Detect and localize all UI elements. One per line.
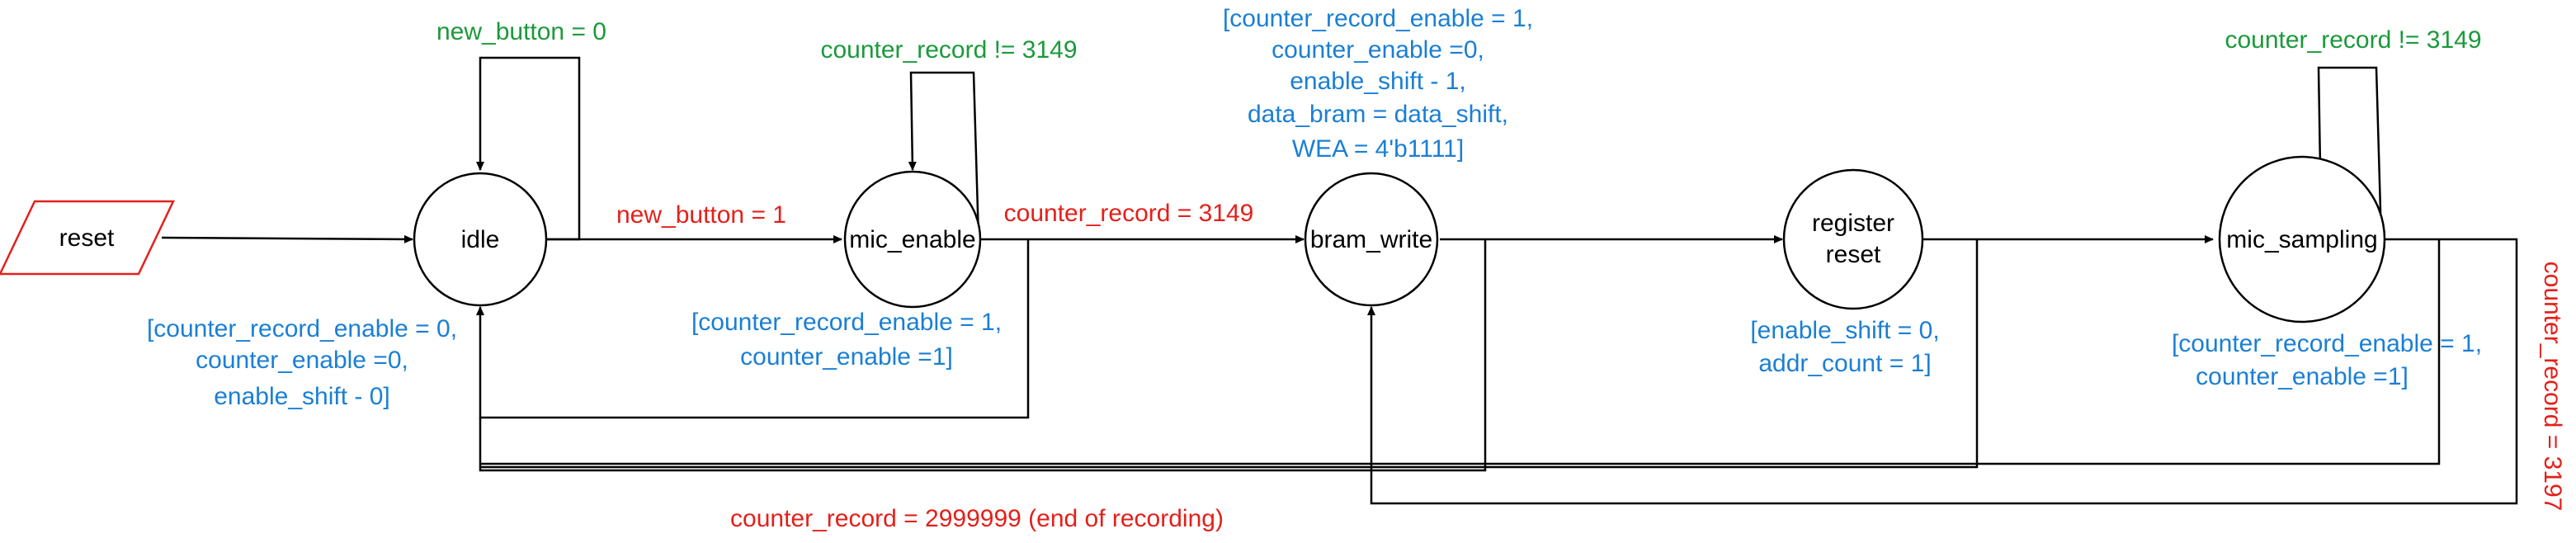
label-end-of-recording: counter_record = 2999999 (end of recordi… <box>730 505 1224 532</box>
node-mic-enable-label: mic_enable <box>849 226 975 253</box>
node-register-reset-label-line1: register <box>1812 210 1894 237</box>
node-register-reset-label-line2: reset <box>1826 241 1881 268</box>
outputs-register-reset-line-2: addr_count = 1] <box>1758 350 1931 377</box>
node-bram-write: bram_write <box>1304 172 1439 307</box>
label-idle-self: new_button = 0 <box>436 18 606 45</box>
outputs-idle-line-3: enable_shift - 0] <box>214 383 389 410</box>
outputs-mic-sampling: [counter_record_enable = 1, counter_enab… <box>2172 330 2482 390</box>
outputs-mic-enable-line-2: counter_enable =1] <box>740 343 953 371</box>
outputs-idle: [counter_record_enable = 0, counter_enab… <box>147 315 457 410</box>
outputs-bram-write: [counter_record_enable = 1, counter_enab… <box>1223 5 1533 163</box>
node-mic-sampling-label: mic_sampling <box>2226 226 2377 253</box>
outputs-mic-enable: [counter_record_enable = 1, counter_enab… <box>691 309 1002 371</box>
outputs-mic-sampling-line-1: [counter_record_enable = 1, <box>2172 330 2482 357</box>
node-reset: reset <box>0 200 175 276</box>
outputs-bram-write-line-4: data_bram = data_shift, <box>1248 101 1508 128</box>
outputs-mic-enable-line-1: [counter_record_enable = 1, <box>691 309 1002 336</box>
label-mic-sampling-to-bram-write: counter_record = 3197 <box>2539 262 2566 512</box>
edge-reset-to-idle <box>161 234 413 243</box>
node-register-reset: register reset <box>1782 168 1924 310</box>
node-mic-sampling: mic_sampling <box>2218 155 2386 323</box>
outputs-register-reset-line-1: [enable_shift = 0, <box>1750 317 1939 344</box>
label-mic-enable-self: counter_record != 3149 <box>820 36 1077 64</box>
outputs-bram-write-line-3: enable_shift - 1, <box>1290 68 1465 95</box>
outputs-bram-write-line-2: counter_enable =0, <box>1271 36 1484 64</box>
edge-bram-write-to-idle <box>479 239 1487 472</box>
node-mic-enable: mic_enable <box>843 170 982 309</box>
label-idle-to-mic-enable: new_button = 1 <box>616 201 786 229</box>
outputs-idle-line-2: counter_enable =0, <box>196 347 408 374</box>
outputs-idle-line-1: [counter_record_enable = 0, <box>147 315 457 342</box>
edge-mic-enable-self-loop <box>908 71 980 240</box>
edge-mic-enable-to-idle <box>476 239 1030 419</box>
outputs-mic-sampling-line-2: counter_enable =1] <box>2196 363 2409 390</box>
edge-register-reset-to-idle <box>480 239 1979 469</box>
label-mic-enable-to-bram-write: counter_record = 3149 <box>1004 200 1254 227</box>
label-mic-sampling-self: counter_record != 3149 <box>2225 26 2481 54</box>
node-idle-label: idle <box>461 226 500 253</box>
outputs-bram-write-line-5: WEA = 4'b1111] <box>1292 135 1464 163</box>
edge-mic-sampling-self-loop <box>2315 66 2383 240</box>
node-bram-write-label: bram_write <box>1310 226 1432 253</box>
edge-mic-sampling-to-bram-write <box>1367 238 2518 505</box>
edge-mic-sampling-to-idle <box>480 239 2441 465</box>
node-reset-label: reset <box>59 224 115 252</box>
outputs-bram-write-line-1: [counter_record_enable = 1, <box>1223 5 1533 32</box>
outputs-register-reset: [enable_shift = 0, addr_count = 1] <box>1750 317 1939 377</box>
node-idle: idle <box>413 172 548 307</box>
